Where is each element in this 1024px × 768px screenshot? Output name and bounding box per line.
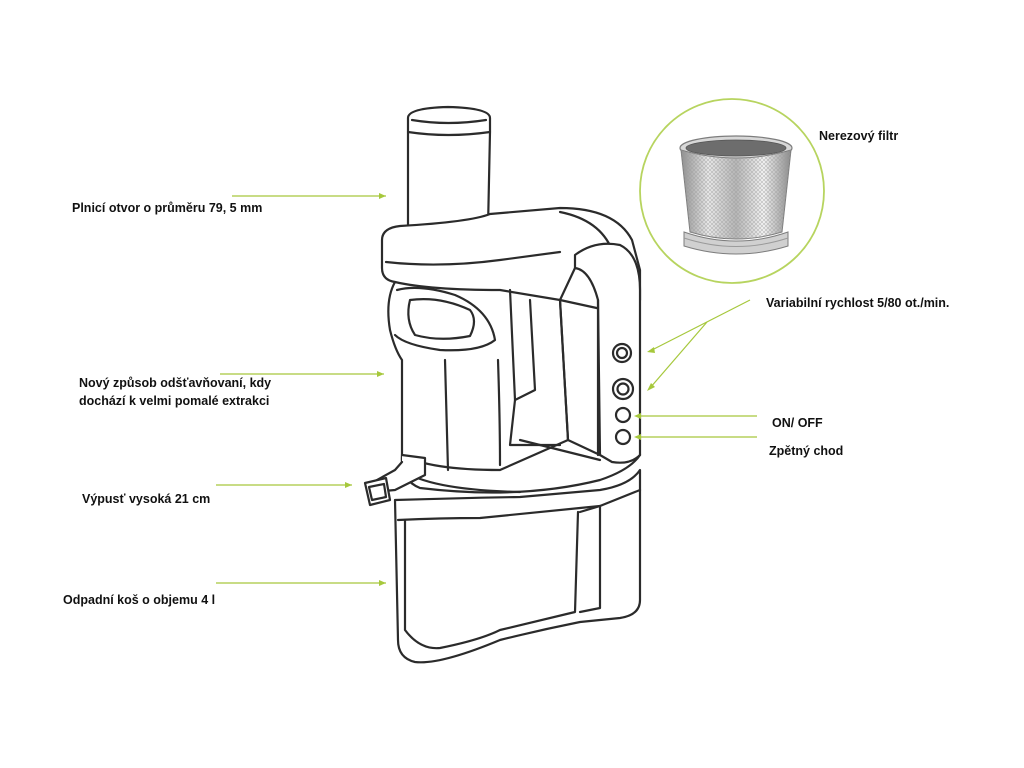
label-on-off: ON/ OFF [772,416,823,430]
leader-speed-bottom [649,321,708,389]
label-squeeze-line-2: dochází k velmi pomalé extrakci [79,394,270,408]
reverse-button[interactable] [614,428,632,446]
label-spout: Výpusť vysoká 21 cm [82,492,211,506]
label-filter: Nerezový filtr [819,129,899,143]
label-feed-opening: Plnicí otvor o průměru 79, 5 mm [72,201,263,215]
filter-image [679,135,793,255]
lower-base [393,468,642,664]
speed-button-2[interactable] [611,377,635,401]
juicer-illustration: S [363,105,642,664]
spout [363,453,427,507]
label-speed: Variabilní rychlost 5/80 ot./min. [766,296,950,310]
control-buttons [611,342,635,446]
leader-lines [216,193,757,586]
squeeze-chamber [387,280,570,472]
filter-callout [639,98,825,284]
label-squeeze-method: Nový způsob odšťavňovaní, kdy dochází k … [79,374,271,410]
label-squeeze-line-1: Nový způsob odšťavňovaní, kdy [79,376,272,390]
label-reverse: Zpětný chod [769,444,844,458]
leader-speed-top [649,299,751,352]
label-waste-bin: Odpadní koš o objemu 4 l [63,593,216,607]
speed-button-1[interactable] [611,342,633,364]
on-off-button[interactable] [614,406,632,424]
feed-chute [406,105,492,236]
